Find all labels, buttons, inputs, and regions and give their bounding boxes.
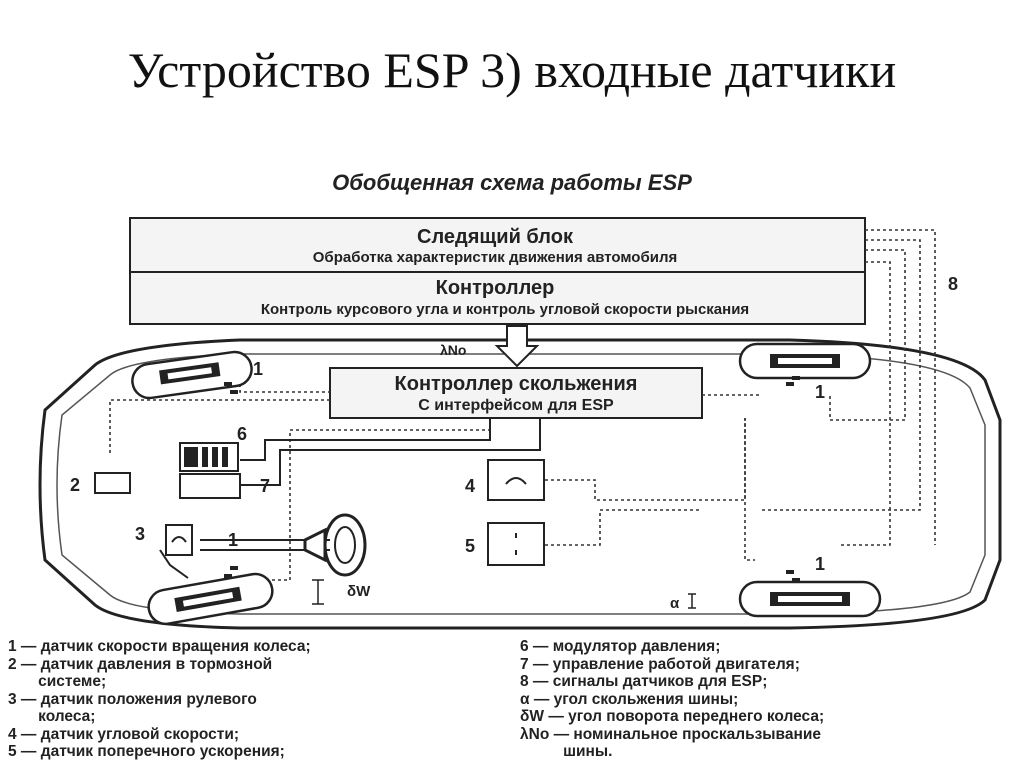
tracking-block-subtitle: Обработка характеристик движения автомоб… bbox=[313, 249, 677, 266]
lambda-label: λNo bbox=[440, 342, 466, 358]
signal-lines bbox=[109, 229, 936, 581]
legend-item: 6 — модулятор давления; bbox=[520, 638, 721, 655]
wheel-rear-left bbox=[147, 572, 274, 626]
legend-item: δW — угол поворота переднего колеса; bbox=[520, 708, 825, 725]
legend-item: 8 — сигналы датчиков для ESP; bbox=[520, 673, 768, 690]
down-arrow-icon bbox=[494, 325, 540, 368]
legend-item: шины. bbox=[520, 743, 613, 760]
wheel-front-left bbox=[131, 350, 253, 400]
wheel-front-right bbox=[738, 342, 872, 380]
legend-right: 6 — модулятор давления; 7 — управление р… bbox=[520, 638, 824, 761]
label-1-front-right: 1 bbox=[815, 382, 825, 402]
legend-item: 7 — управление работой двигателя; bbox=[520, 655, 800, 673]
label-3: 3 bbox=[135, 524, 145, 544]
delta-bracket bbox=[312, 579, 324, 605]
diagram-heading: Обобщенная схема работы ESP bbox=[332, 170, 692, 195]
alpha-label: α bbox=[670, 595, 680, 612]
legend-item: 4 — датчик угловой скорости; bbox=[8, 725, 240, 743]
legend-item: колеса; bbox=[8, 708, 96, 725]
pressure-modulator bbox=[179, 442, 239, 472]
label-7: 7 bbox=[260, 476, 270, 496]
label-5: 5 bbox=[465, 536, 475, 556]
controller-block bbox=[129, 271, 866, 325]
legend-item: 1 — датчик скорости вращения колеса; bbox=[8, 638, 311, 655]
car-body-outline bbox=[38, 338, 1002, 630]
label-1-front-left: 1 bbox=[253, 359, 263, 379]
label-2: 2 bbox=[70, 475, 80, 495]
lateral-acceleration-sensor bbox=[487, 522, 545, 566]
engine-control-box bbox=[179, 473, 241, 499]
label-4: 4 bbox=[465, 476, 475, 496]
slip-controller-title: Контроллер скольжения bbox=[395, 373, 638, 395]
tracking-block bbox=[129, 217, 866, 273]
wheel-rear-right bbox=[738, 580, 882, 618]
legend-item: λNo — номинальное проскальзывание bbox=[520, 725, 821, 743]
steering-angle-sensor bbox=[159, 524, 193, 579]
controller-title: Контроллер bbox=[436, 277, 555, 299]
brake-pressure-sensor bbox=[94, 472, 131, 494]
steering-wheel-icon bbox=[303, 513, 367, 577]
wheel-sensor-dots bbox=[224, 376, 800, 582]
yaw-rate-sensor bbox=[487, 459, 545, 501]
slip-controller-block bbox=[329, 367, 703, 419]
legend-item: 2 — датчик давления в тормозной bbox=[8, 655, 273, 673]
label-8: 8 bbox=[948, 274, 958, 294]
legend-item: 5 — датчик поперечного ускорения; bbox=[8, 743, 285, 760]
label-1-rear-right: 1 bbox=[815, 554, 825, 574]
legend-item: α — угол скольжения шины; bbox=[520, 690, 739, 708]
legend-left: 1 — датчик скорости вращения колеса; 2 —… bbox=[8, 638, 311, 761]
controller-subtitle: Контроль курсового угла и контроль углов… bbox=[261, 301, 749, 318]
delta-label: δW bbox=[347, 583, 371, 600]
slip-controller-subtitle: С интерфейсом для ESP bbox=[418, 397, 614, 414]
label-1-steering: 1 bbox=[228, 530, 238, 550]
legend-item: 3 — датчик положения рулевого bbox=[8, 690, 257, 708]
alpha-bracket bbox=[688, 593, 696, 609]
legend-item: системе; bbox=[8, 673, 107, 690]
slide-title: Устройство ESP 3) входные датчики bbox=[127, 42, 897, 98]
label-6: 6 bbox=[237, 424, 247, 444]
tracking-block-title: Следящий блок bbox=[417, 226, 574, 248]
